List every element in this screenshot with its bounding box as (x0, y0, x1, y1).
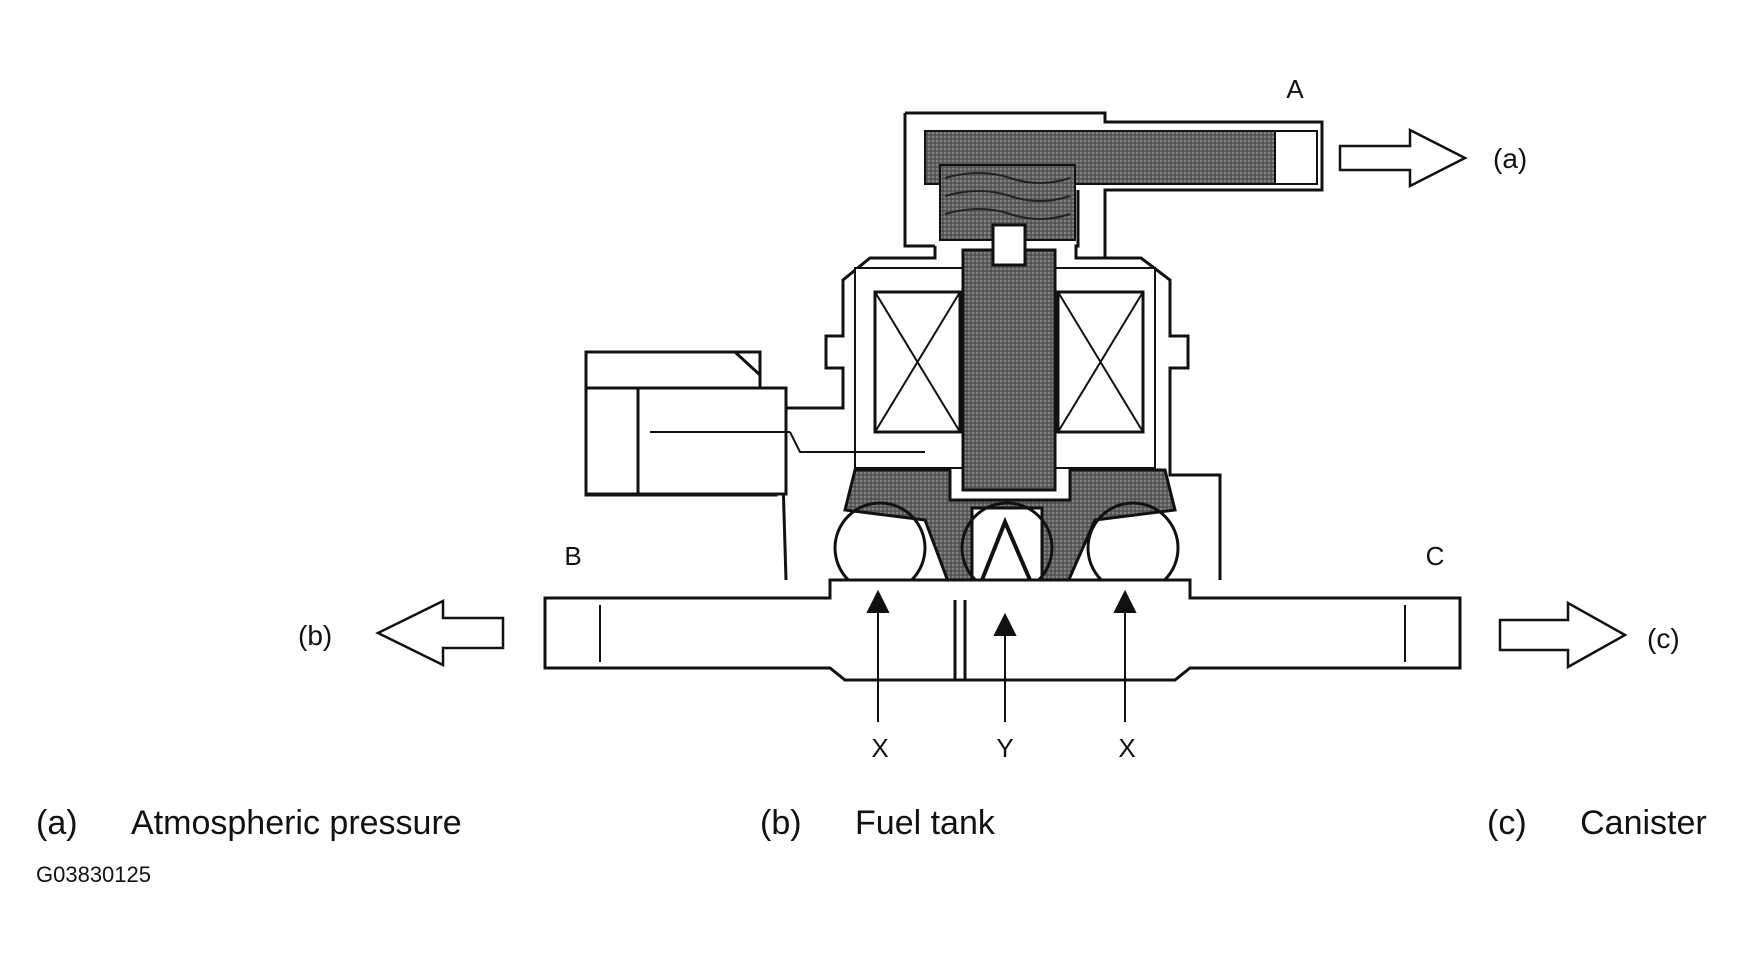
legend-key-a: (a) (36, 804, 78, 842)
legend-item-a: (a) Atmospheric pressure (36, 804, 462, 843)
port-a-label: A (1286, 74, 1304, 104)
plunger (961, 223, 1057, 492)
upper-pipe (903, 111, 1324, 260)
point-y-label: Y (996, 733, 1013, 763)
legend-item-b: (b) Fuel tank (760, 804, 995, 843)
legend-text-a: Atmospheric pressure (131, 804, 462, 842)
port-b-label: B (564, 541, 581, 571)
legend-item-c: (c) Canister (1487, 804, 1707, 843)
flow-label-a: (a) (1493, 143, 1527, 174)
legend-text-b: Fuel tank (855, 804, 995, 842)
arrow-c-icon (1498, 600, 1628, 670)
arrow-a-icon (1338, 127, 1468, 189)
electrical-connector (584, 350, 925, 496)
pointer-arrows (866, 589, 1137, 722)
port-c-label: C (1426, 541, 1445, 571)
flow-label-b: (b) (298, 620, 332, 651)
legend-key-b: (b) (760, 804, 802, 842)
valve-chamber (833, 468, 1180, 622)
flow-arrows (375, 127, 1628, 670)
flow-label-c: (c) (1647, 623, 1680, 654)
point-x-right-label: X (1118, 733, 1135, 763)
figure-code: G03830125 (36, 862, 151, 887)
legend-text-c: Canister (1580, 804, 1707, 842)
legend-key-c: (c) (1487, 804, 1527, 842)
arrow-b-icon (375, 598, 505, 668)
point-x-left-label: X (871, 733, 888, 763)
